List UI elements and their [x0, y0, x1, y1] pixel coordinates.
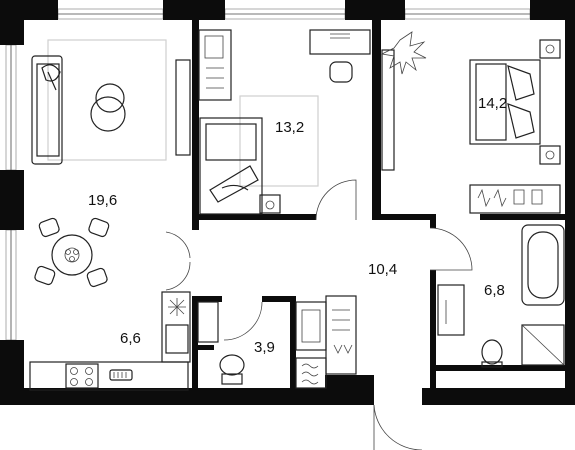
- toilet-room: [197, 301, 245, 385]
- coffee-tables: [90, 83, 126, 132]
- living-room: [31, 39, 191, 288]
- small-bedroom: [198, 29, 371, 215]
- desk: [309, 29, 371, 83]
- shower: [521, 324, 565, 366]
- bedroom-rug: [239, 95, 319, 187]
- water-heater: [295, 357, 327, 389]
- room-label-bathroom: 6,8: [484, 282, 505, 299]
- nightstand-bottom: [539, 145, 561, 165]
- utility-closet: [295, 295, 357, 389]
- fridge: [168, 298, 186, 316]
- kitchen-sink: [165, 324, 189, 354]
- windows-left: [5, 44, 17, 341]
- room-label-bedroom-master: 14,2: [478, 95, 507, 112]
- tv-unit: [175, 59, 191, 156]
- plant: [380, 31, 427, 75]
- walls: [0, 0, 575, 405]
- closet: [469, 184, 561, 214]
- windows-top: [57, 8, 531, 20]
- room-label-hallway: 10,4: [368, 261, 397, 278]
- bathroom-sink: [437, 284, 465, 336]
- dresser: [381, 49, 395, 171]
- sofa: [31, 55, 63, 165]
- master-bedroom: [380, 31, 561, 214]
- kitchen: [29, 291, 191, 391]
- toilet-shelf: [197, 301, 219, 343]
- room-label-bedroom-small: 13,2: [275, 119, 304, 136]
- room-label-toilet: 3,9: [254, 339, 275, 356]
- oven-knobs: [109, 369, 133, 381]
- bed: [199, 117, 263, 215]
- living-rug: [47, 39, 167, 161]
- dining-table: [34, 217, 110, 288]
- nightstand: [259, 194, 281, 214]
- bathtub: [521, 224, 565, 306]
- kitchen-counter: [29, 361, 189, 391]
- utility-sink: [295, 301, 327, 351]
- toilet-bowl: [219, 354, 245, 385]
- bathroom-toilet: [481, 339, 503, 368]
- room-label-kitchen: 6,6: [120, 330, 141, 347]
- room-label-living: 19,6: [88, 192, 117, 209]
- bathroom: [437, 224, 565, 368]
- doors: [165, 179, 473, 450]
- kitchen-column: [161, 291, 191, 363]
- stove: [65, 363, 99, 389]
- master-bed: [469, 59, 541, 145]
- wardrobe: [198, 29, 232, 101]
- laundry-shelf: [325, 295, 357, 375]
- wardrobe-box: [204, 35, 224, 59]
- nightstand-top: [539, 39, 561, 59]
- chair: [34, 217, 110, 288]
